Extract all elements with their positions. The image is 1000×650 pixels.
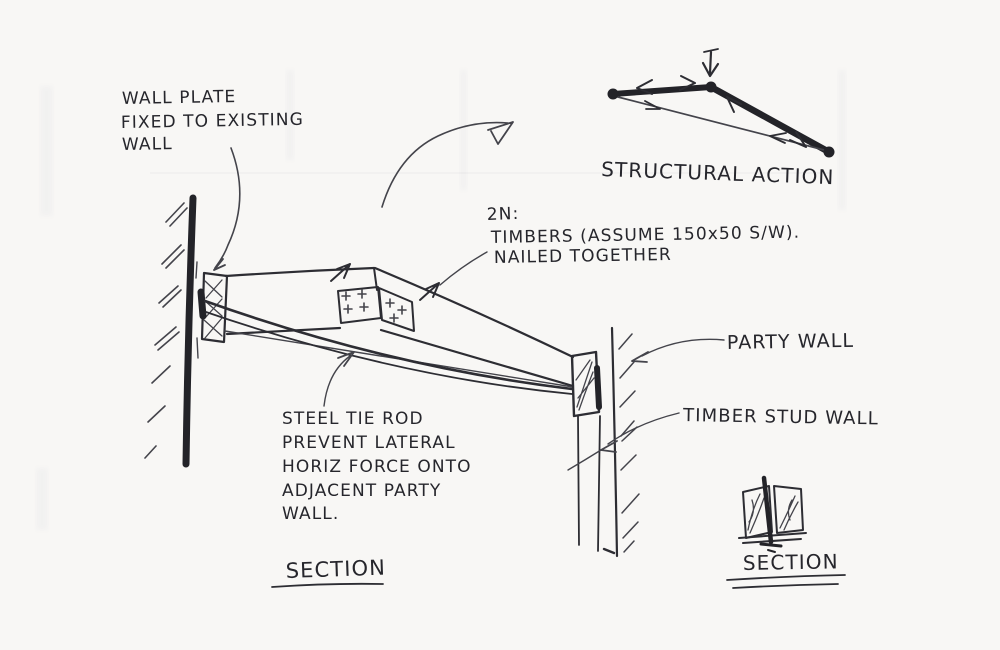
section-label-detail: SECTION: [726, 549, 846, 589]
party-wall-label: PARTY WALL: [727, 330, 855, 354]
stud-wall-leader: [567, 412, 680, 471]
tie-rod-bolt: [761, 475, 774, 545]
tie-rod-note-line1: STEEL TIE ROD: [282, 409, 424, 429]
wall-plate-note-line1: WALL PLATE: [122, 87, 237, 109]
nail-plates: [337, 286, 415, 332]
tie-rod-note-line2: PREVENT LATERAL: [282, 433, 456, 453]
reference-arrow: [381, 121, 514, 208]
party-wall: [610, 326, 640, 558]
tie-rod-anchor-right: [594, 365, 602, 410]
timbers-note-line2: TIMBERS (ASSUME 150x50 S/W).: [490, 223, 801, 248]
compression-member-left: [610, 84, 714, 97]
annotations: WALL PLATE FIXED TO EXISTING WALL 2N: TI…: [121, 87, 879, 589]
structural-action-diagram: [607, 48, 835, 158]
timbers-note-line3: NAILED TOGETHER: [494, 245, 672, 268]
steel-tie-rod: [203, 299, 574, 395]
party-wall-leader: [631, 338, 725, 363]
tie-rod-note: STEEL TIE ROD PREVENT LATERAL HORIZ FORC…: [282, 409, 472, 524]
tie-rod-leader: [323, 351, 355, 407]
wall-plate: [197, 271, 229, 344]
sloping-timber: [373, 266, 575, 388]
timbers-leader: [330, 251, 488, 301]
wall-plate-note-line3: WALL: [122, 134, 173, 155]
end-plate: [570, 350, 602, 418]
bolt-section-detail: [738, 475, 807, 553]
timbers-note: 2N: TIMBERS (ASSUME 150x50 S/W). NAILED …: [486, 204, 800, 268]
timber-arrow-right: [419, 282, 440, 301]
force-direction-arrows: [636, 75, 807, 148]
detail-hatching: [747, 493, 799, 534]
timbers-note-line1: 2N:: [486, 204, 519, 225]
section-label-main-text: SECTION: [285, 556, 386, 583]
existing-wall-hatching: [144, 202, 188, 459]
timber-stud-wall-label: TIMBER STUD WALL: [682, 405, 879, 429]
node-left: [607, 88, 619, 100]
party-wall-hatching: [618, 333, 640, 553]
wall-plate-note: WALL PLATE FIXED TO EXISTING WALL: [121, 87, 304, 155]
tie-rod-note-line4: ADJACENT PARTY: [282, 481, 441, 501]
paper-ghost-marks: [36, 70, 846, 530]
timber-stud-wall: [577, 415, 616, 555]
left-timber: [224, 266, 378, 336]
tie-rod-anchor-left: [197, 288, 207, 320]
section-main-underline: [271, 582, 384, 588]
tie-rod-note-line5: WALL.: [282, 504, 339, 524]
existing-wall: [144, 194, 199, 468]
section-label-detail-text: SECTION: [743, 549, 839, 575]
section-detail-underline2: [732, 583, 839, 589]
node-right: [823, 146, 835, 158]
section-detail-underline1: [726, 574, 846, 581]
structural-action-label: STRUCTURAL ACTION: [601, 157, 835, 189]
wall-plate-leader: [213, 147, 241, 271]
node-apex: [705, 81, 717, 93]
end-plate-hatching: [575, 359, 595, 411]
tie-rod-note-line3: HORIZ FORCE ONTO: [282, 457, 472, 477]
section-label-main: SECTION: [271, 556, 386, 588]
wall-plate-note-line2: FIXED TO EXISTING: [121, 110, 304, 133]
timber-arrow-left: [330, 263, 351, 282]
load-arrow: [701, 48, 720, 78]
nail-marks: [341, 289, 407, 323]
